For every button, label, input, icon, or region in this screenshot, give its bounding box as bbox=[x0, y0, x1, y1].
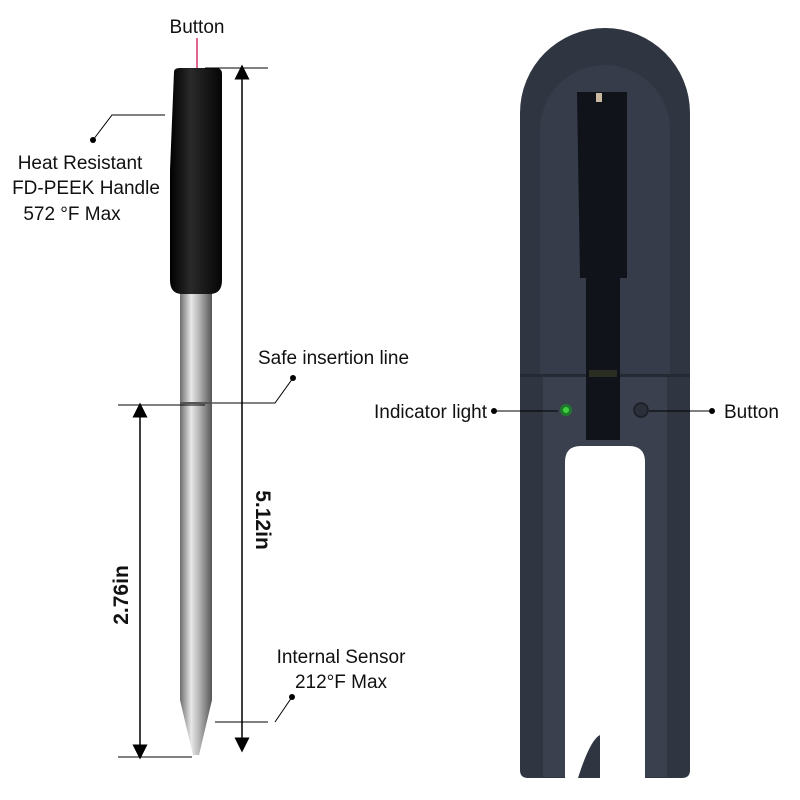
insertion-length-label: 2.76in bbox=[110, 565, 133, 625]
safe-insertion-label: Safe insertion line bbox=[258, 348, 409, 369]
probe-rod bbox=[180, 290, 212, 700]
probe: Button 5.12in 2.76in Heat Resistant FD-P… bbox=[12, 17, 409, 760]
receiver-button-label: Button bbox=[724, 402, 779, 423]
probe-tip bbox=[180, 700, 212, 755]
handle-callout-line bbox=[92, 114, 165, 141]
sensor-callout-line bbox=[274, 696, 293, 723]
receiver-cutout bbox=[565, 446, 645, 778]
sensor-label-line1: Internal Sensor bbox=[277, 647, 407, 668]
handle-label-line3: 572 °F Max bbox=[23, 204, 121, 225]
sensor-label-line2: 212°F Max bbox=[295, 672, 388, 693]
receiver-base-shadow bbox=[578, 735, 600, 778]
handle-label-line2: FD-PEEK Handle bbox=[12, 178, 160, 199]
handle-label-line1: Heat Resistant bbox=[18, 153, 143, 174]
slot-connector bbox=[589, 370, 617, 377]
indicator-light-label: Indicator light bbox=[374, 402, 488, 423]
probe-handle bbox=[170, 68, 222, 294]
probe-button-label: Button bbox=[170, 17, 225, 38]
indicator-led-glow bbox=[563, 407, 569, 413]
safe-insertion-line bbox=[212, 377, 294, 404]
total-length-label: 5.12in bbox=[251, 490, 274, 550]
receiver-button[interactable] bbox=[633, 402, 649, 418]
receiver: Indicator light Button bbox=[374, 28, 779, 778]
probe-slot bbox=[577, 92, 627, 440]
slot-contact bbox=[596, 93, 602, 102]
